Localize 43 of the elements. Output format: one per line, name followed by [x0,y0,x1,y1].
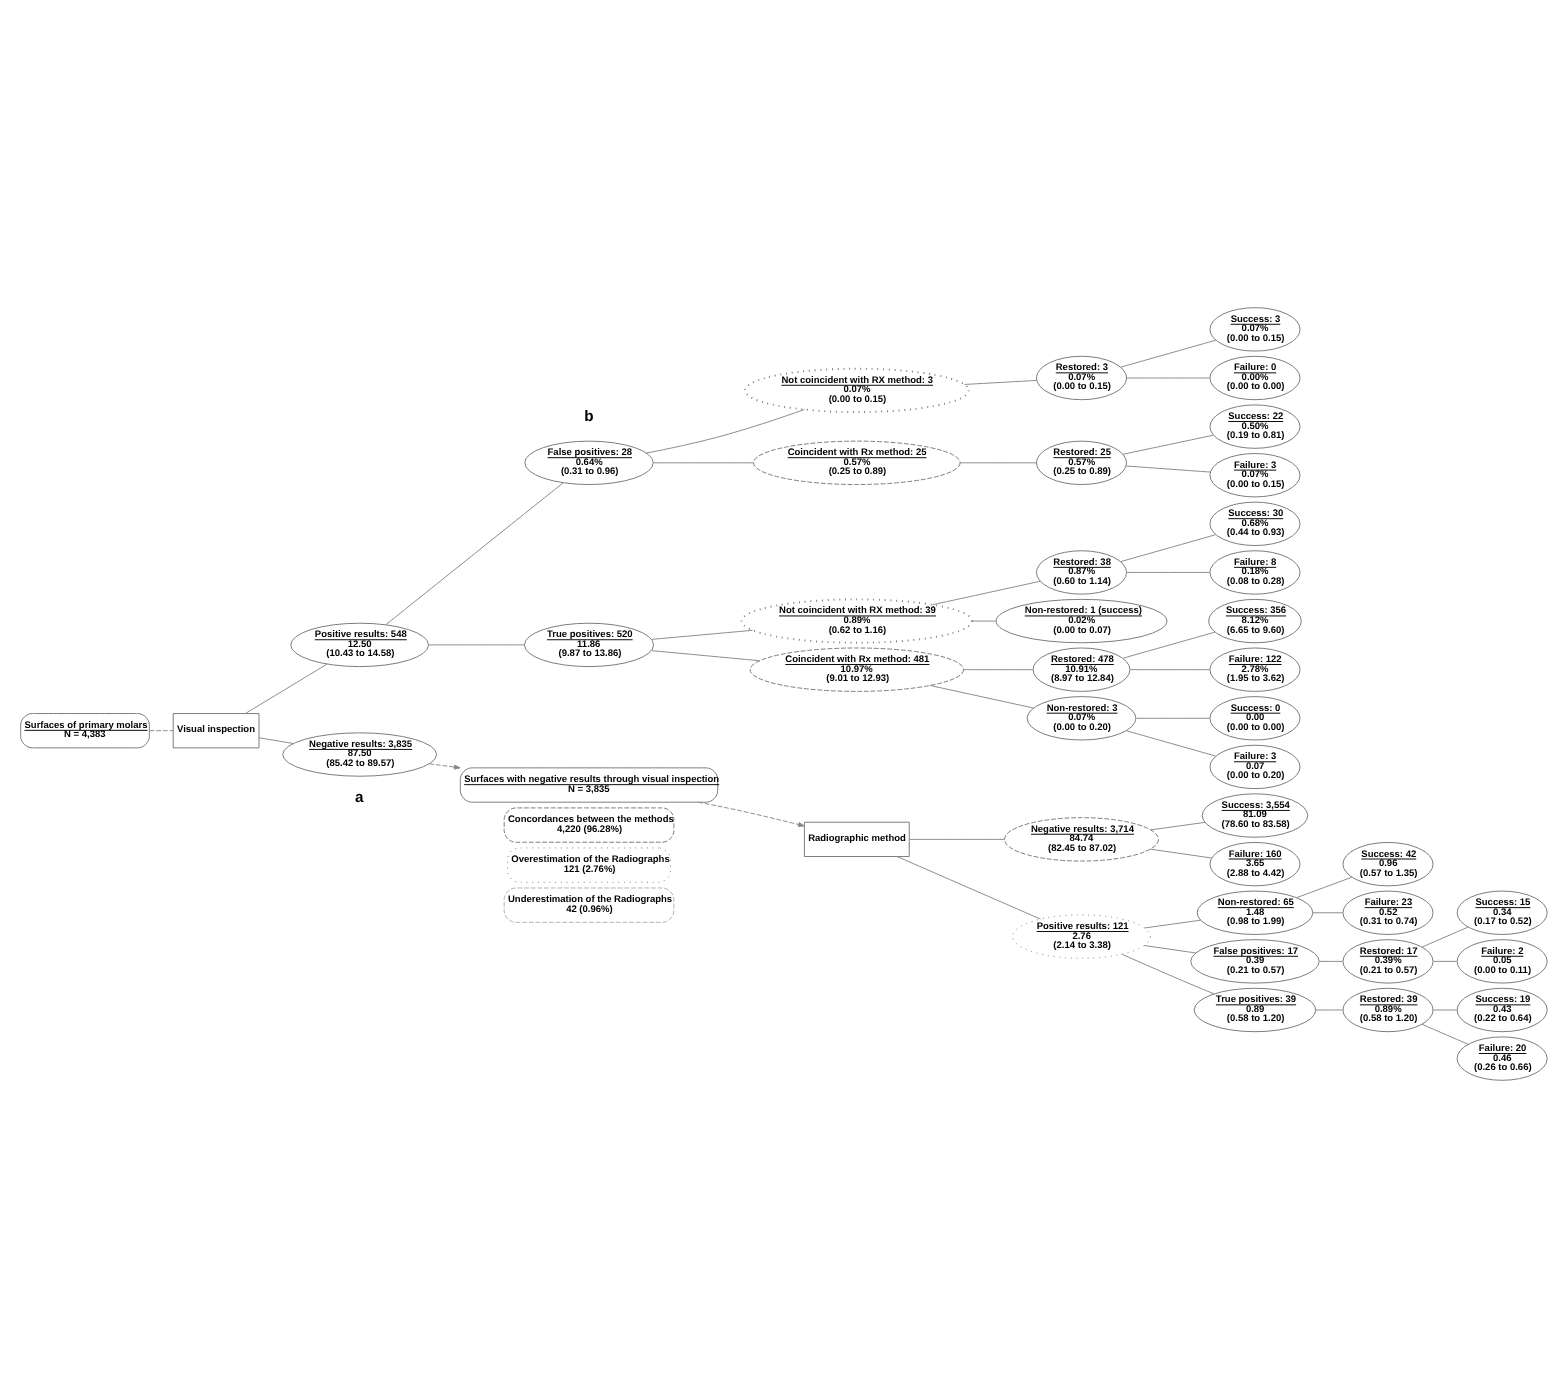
arrow [697,801,805,827]
connector [1149,848,1213,859]
connector [1125,730,1217,757]
connector [963,669,1034,671]
connector [1135,717,1211,719]
connector [1144,919,1202,929]
label: b [584,406,594,425]
connector [908,838,1006,840]
connector [1421,926,1469,948]
connector [258,737,294,745]
connector [1296,876,1353,899]
arrow [429,763,461,770]
connector [1315,1009,1344,1011]
connector [385,482,564,626]
connector [1129,669,1211,671]
connector [1122,631,1216,659]
connector [1312,912,1344,914]
connector [652,462,754,464]
connector [148,730,174,732]
connector [1318,960,1344,962]
connector [1143,945,1197,954]
connector [1421,1023,1469,1045]
connector [896,856,1041,920]
connector [651,629,754,640]
connector [959,462,1037,464]
connector [1126,377,1211,379]
label: a [354,788,364,806]
connector [964,379,1038,385]
connector [929,684,1034,709]
connector [1120,339,1217,368]
connector [1432,1009,1458,1011]
connector [1120,534,1217,563]
connector [932,580,1041,606]
connector [1125,465,1211,473]
connector [1126,572,1211,573]
connector [1432,960,1458,962]
connector [1150,821,1206,831]
connector [651,650,761,662]
connector [1122,434,1214,455]
connector [645,409,805,454]
connector [428,644,525,646]
connector [971,620,997,622]
connector [245,663,328,714]
